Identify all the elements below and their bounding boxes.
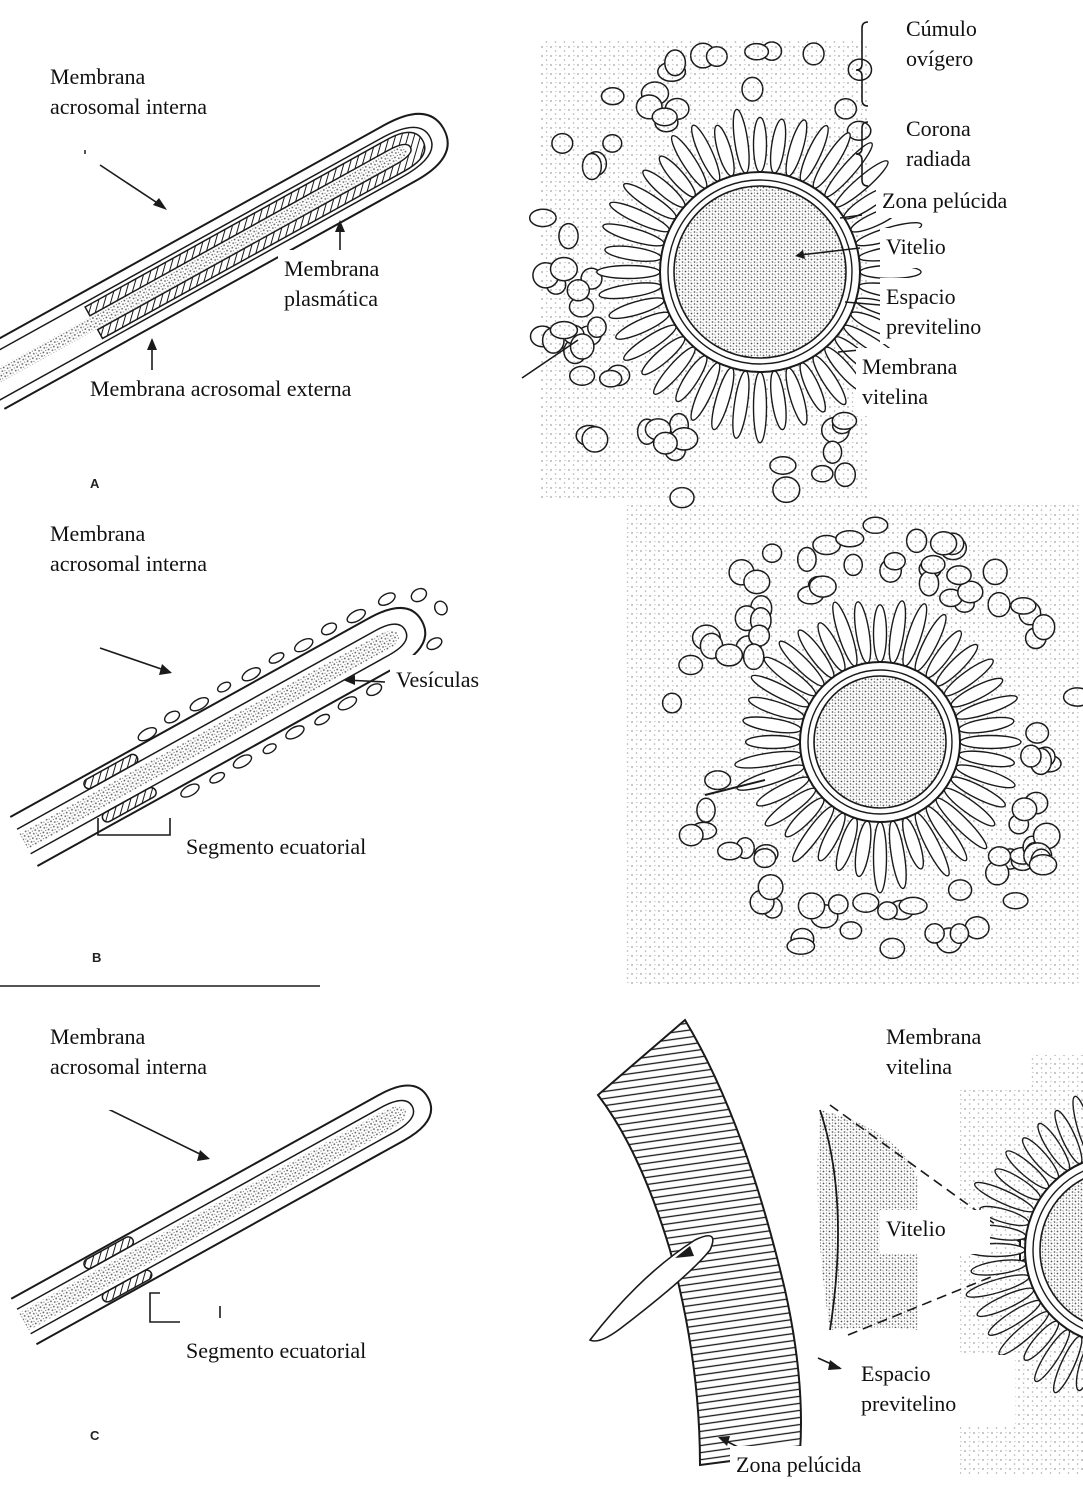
oocyte-b [625,505,1083,985]
label-vitellus-c: Vitelio [880,1210,990,1254]
corona-cell [874,822,887,893]
label-equatorial-segment-b: Segmento ecuatorial [180,822,440,882]
label-line: Membrana [862,352,1020,382]
corona-cell [754,117,767,172]
label-line: Zona pelúcida [882,186,1045,216]
label-line: radiada [906,144,1077,174]
label-line: Zona pelúcida [736,1450,904,1480]
label-perivitelline-space-a: Espacio previtelino [880,278,1040,344]
corona-cell [597,266,660,279]
corona-cell [874,605,887,662]
label-line: vitelina [862,382,1020,412]
label-zona-pellucida-c: Zona pelúcida [730,1446,910,1484]
corona-cell [960,736,1021,749]
label-line: plasmática [284,284,502,314]
label-plasma-membrane-a: Membrana plasmática [278,250,508,340]
label-cumulus-oophorus: Cúmulo ovígero [900,10,1083,106]
label-line: Espacio [886,282,1034,312]
label-line: acrosomal interna [50,1052,264,1082]
label-inner-acrosomal-membrane-a: Membrana acrosomal interna [44,58,270,150]
panel-letter-b: B [92,950,101,965]
panel-letter-c: C [90,1428,99,1443]
label-line: Vitelio [886,232,1004,262]
label-line: acrosomal interna [50,92,264,122]
label-corona-radiata: Corona radiada [900,110,1083,186]
label-vitelline-membrane-c: Membrana vitelina [880,1018,1030,1090]
label-inner-acrosomal-membrane-b: Membrana acrosomal interna [44,515,270,607]
label-line: vitelina [886,1052,1024,1082]
label-line: Espacio [861,1359,1009,1389]
label-line: Membrana [50,62,264,92]
label-line: previtelino [861,1389,1009,1419]
label-line: Membrana acrosomal externa [90,374,418,404]
label-vitellus-a: Vitelio [880,228,1010,268]
label-line: ovígero [906,44,1077,74]
label-line: Membrana [50,519,264,549]
label-line: previtelino [886,312,1034,342]
label-line: Membrana [50,1022,264,1052]
label-line: Corona [906,114,1077,144]
label-line: Vesículas [396,665,574,695]
oocyte-a [522,22,930,508]
sperm-head-c [11,1075,440,1344]
panel-c [11,1075,440,1344]
corona-cell [746,736,800,749]
label-line: Vitelio [886,1214,984,1244]
corona-cell [754,372,767,443]
label-outer-acrosomal-membrane-a: Membrana acrosomal externa [84,370,424,416]
label-line: Segmento ecuatorial [186,1336,434,1366]
label-zona-pellucida-a: Zona pelúcida [876,182,1051,218]
label-vitelline-membrane-a: Membrana vitelina [856,348,1026,416]
label-vesicles: Vesículas [390,655,580,721]
label-line: Cúmulo [906,14,1077,44]
label-perivitelline-space-c: Espacio previtelino [855,1355,1015,1425]
label-equatorial-segment-c: Segmento ecuatorial [180,1318,440,1398]
label-line: Membrana [284,254,502,284]
panel-letter-a: A [90,476,99,491]
label-inner-acrosomal-membrane-c: Membrana acrosomal interna [44,1018,270,1110]
label-line: acrosomal interna [50,549,264,579]
label-line: Segmento ecuatorial [186,832,434,862]
label-line: Membrana [886,1022,1024,1052]
